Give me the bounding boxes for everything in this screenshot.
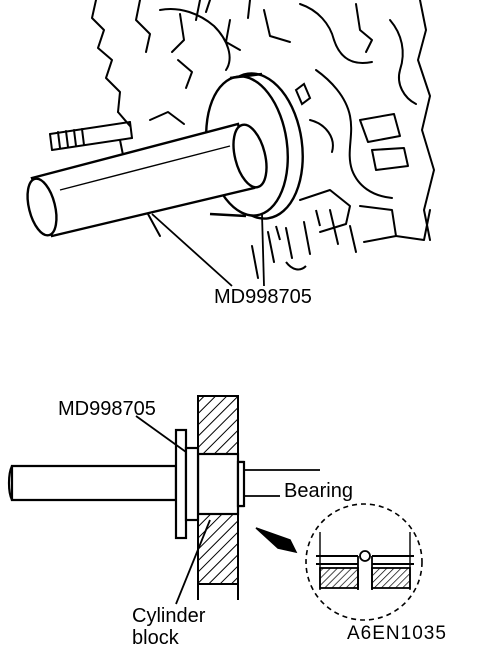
bearing-section [196, 452, 246, 516]
cylinder-block-label-line1: Cylinder [132, 605, 206, 627]
stud-bolt-illustration [49, 121, 133, 151]
tool-shaft-illustration [26, 122, 268, 238]
cylinder-block-label-line2: block [132, 627, 179, 649]
bearing-label: Bearing [284, 480, 353, 502]
detail-arrow [255, 527, 298, 554]
figure-code-label: A6EN1035 [347, 623, 447, 644]
tool-shaft-section [7, 428, 200, 540]
lower-leaders [135, 415, 320, 605]
block-detail-illustration [275, 82, 321, 271]
upper-tool-leaders [151, 213, 265, 287]
bearing-detail-view [305, 503, 423, 621]
lower-tool-label: MD998705 [58, 398, 156, 420]
upper-tool-label: MD998705 [214, 286, 312, 308]
